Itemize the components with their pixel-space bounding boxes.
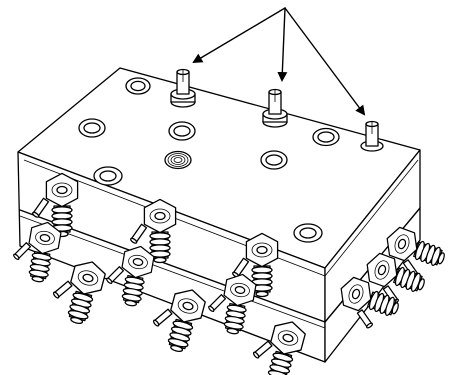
parting-line-front-2 (19, 215, 326, 329)
front-fitting (152, 289, 206, 353)
indicator-pin-2 (262, 88, 288, 128)
plug-threaded (164, 150, 192, 170)
front-fitting (106, 245, 155, 307)
top-plugs (78, 77, 340, 243)
indicator-pin-3 (360, 120, 384, 152)
front-fitting (252, 321, 306, 375)
side-fitting (340, 276, 399, 329)
plug (168, 121, 196, 141)
plug (78, 118, 106, 138)
arrow-1 (192, 7, 286, 64)
indicator-pin-1 (170, 68, 196, 108)
block-side-face (324, 149, 421, 363)
pointer-arrows (192, 7, 366, 116)
block-body (17, 67, 421, 363)
plug (293, 223, 323, 243)
side-bevel-line (324, 159, 419, 277)
front-fitting (52, 261, 106, 325)
plug (125, 77, 151, 95)
front-fitting (130, 198, 177, 264)
arrow-3 (284, 7, 366, 116)
side-fittings (340, 226, 445, 329)
front-fitting (208, 273, 257, 335)
arrow-2 (277, 7, 288, 82)
front-fittings (13, 172, 306, 375)
plug (93, 166, 123, 186)
front-fitting (13, 221, 62, 283)
plug (260, 150, 288, 170)
front-fitting (232, 232, 279, 298)
plug (312, 127, 340, 147)
indicator-pins (170, 68, 384, 152)
